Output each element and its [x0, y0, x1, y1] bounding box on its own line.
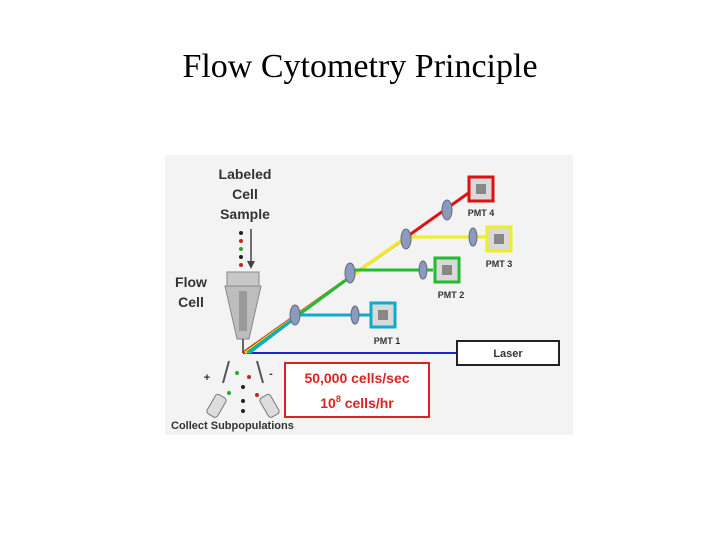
sample-label-line-1: Labeled	[219, 166, 272, 182]
flow-cell-label-line-2: Cell	[178, 294, 204, 310]
flow-cell-nozzle	[224, 271, 262, 353]
sample-stream	[239, 229, 255, 269]
collect-subpopulations-label: Collect Subpopulations	[171, 420, 294, 432]
flow-cytometry-diagram: Labeled Cell Sample Flow Cell Laser	[165, 155, 573, 435]
dichroic-mirrors	[289, 199, 478, 326]
rate-per-sec: 50,000 cells/sec	[304, 370, 409, 386]
rate-box	[284, 362, 430, 418]
pmt-4-label: PMT 4	[468, 208, 495, 218]
minus-charge-label: -	[269, 368, 273, 380]
rate-per-hr-base: 10	[320, 395, 336, 411]
pmt-1-detector	[369, 301, 397, 329]
slide-title: Flow Cytometry Principle	[182, 48, 538, 85]
laser-label: Laser	[493, 348, 523, 360]
pmt-1-label: PMT 1	[374, 336, 401, 346]
emission-beams	[242, 185, 495, 355]
rate-per-hr-exponent: 8	[336, 394, 341, 404]
plus-charge-label: +	[204, 372, 210, 384]
pmt-2-label: PMT 2	[438, 290, 465, 300]
laser-box	[456, 340, 560, 366]
pmt-3-label: PMT 3	[486, 259, 513, 269]
pmt-4-detector	[467, 175, 495, 203]
sample-label-line-2: Cell	[232, 186, 258, 202]
sorting-section	[206, 360, 280, 418]
pmt-2-detector	[433, 256, 461, 284]
flow-cell-label-line-1: Flow	[175, 274, 207, 290]
rate-per-hr-unit: cells/hr	[341, 395, 394, 411]
sample-label-line-3: Sample	[220, 206, 270, 222]
pmt-3-detector	[485, 225, 513, 253]
rate-per-hr: 108 cells/hr	[320, 394, 394, 411]
